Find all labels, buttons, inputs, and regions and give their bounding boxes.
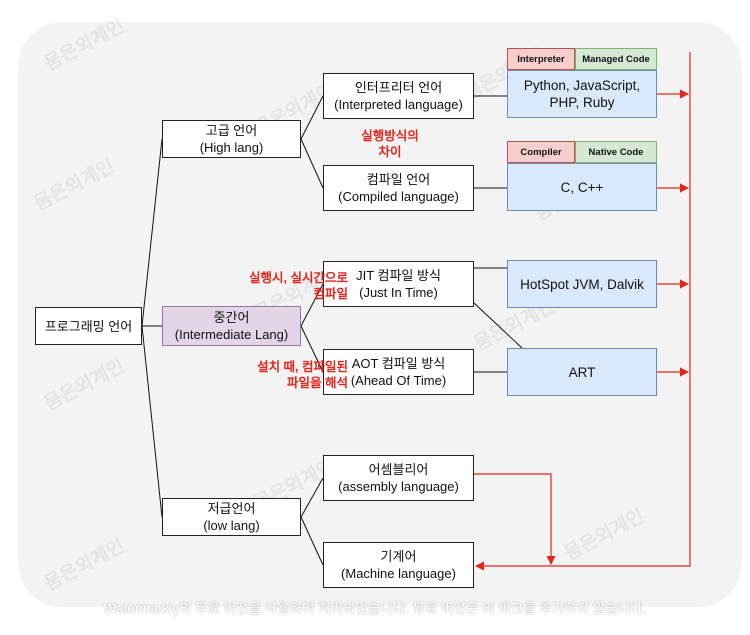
tag-interpreter: Interpreter bbox=[507, 48, 575, 70]
edge-low-assembly bbox=[300, 477, 324, 518]
edge-high-compiled bbox=[300, 138, 324, 189]
watermark-footer: Watermarkly의 무료 버전을 사용하여 처리되었습니다. 유료 버전은… bbox=[103, 601, 647, 616]
red-arrows bbox=[474, 52, 691, 571]
edge-root-low bbox=[141, 325, 163, 518]
tag-native-code: Native Code bbox=[575, 141, 657, 163]
arrow-assembly-machine bbox=[474, 473, 556, 565]
edge-jit-art bbox=[473, 302, 523, 349]
node-intermediate-lang: 중간어 (Intermediate Lang) bbox=[162, 306, 301, 346]
arrow-to-machine bbox=[475, 52, 691, 571]
example-art: ART bbox=[507, 348, 657, 396]
edge-high-interpreted bbox=[300, 95, 324, 140]
example-compiled: C, C++ bbox=[507, 163, 657, 211]
note-jit: 실행시, 실시간으로 컴파일 bbox=[249, 271, 348, 301]
note-aot: 설치 때, 컴파일된 파일을 해석 bbox=[257, 360, 348, 390]
edge-root-high bbox=[141, 138, 163, 327]
edge-low-machine bbox=[300, 516, 324, 566]
example-interpreted: Python, JavaScript, PHP, Ruby bbox=[507, 70, 657, 118]
edge-intermediate-aot bbox=[300, 325, 324, 373]
node-compiled-language: 컴파일 언어 (Compiled language) bbox=[323, 165, 474, 211]
node-machine-language: 기계어 (Machine language) bbox=[323, 542, 474, 588]
node-aot-compile: AOT 컴파일 방식 (Ahead Of Time) bbox=[323, 349, 474, 395]
node-programming-language: 프로그래밍 언어 bbox=[35, 307, 142, 345]
node-high-lang: 고급 언어 (High lang) bbox=[162, 120, 301, 158]
note-execution-difference: 실행방식의 차이 bbox=[361, 129, 419, 159]
node-jit-compile: JIT 컴파일 방식 (Just In Time) bbox=[323, 261, 474, 307]
example-jit: HotSpot JVM, Dalvik bbox=[507, 260, 657, 308]
tree-lines bbox=[141, 95, 523, 566]
node-assembly-language: 어셈블리어 (assembly language) bbox=[323, 455, 474, 501]
node-interpreted-language: 인터프리터 언어 (Interpreted language) bbox=[323, 73, 474, 119]
edge-intermediate-jit bbox=[300, 283, 324, 327]
tag-managed-code: Managed Code bbox=[575, 48, 657, 70]
node-low-lang: 저급언어 (low lang) bbox=[162, 498, 301, 536]
tag-compiler: Compiler bbox=[507, 141, 575, 163]
